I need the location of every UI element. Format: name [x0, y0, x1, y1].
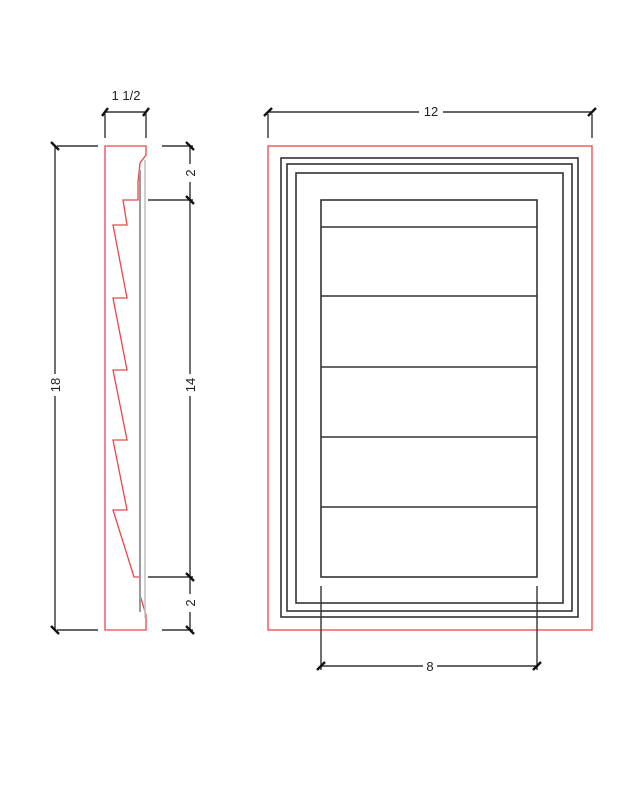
dimension-label-top-rail: 2	[183, 169, 198, 176]
dimension-opening-width: 8	[316, 586, 542, 674]
side-section-view: 1 1/2 18 2 14	[48, 88, 198, 635]
dimension-label-opening: 8	[426, 659, 433, 674]
dimension-label-bottom-rail: 2	[183, 599, 198, 606]
dimension-label-height: 18	[48, 378, 63, 392]
dimension-label-depth: 1 1/2	[112, 88, 141, 103]
dimension-chain-right: 2 14 2	[148, 141, 198, 635]
frame-line-outer	[280, 157, 579, 618]
frame-line-inner	[295, 172, 564, 604]
dimension-overall-height: 18	[48, 141, 98, 635]
front-elevation-view: 12 8	[263, 102, 597, 674]
dimension-label-louver-span: 14	[183, 378, 198, 392]
dimension-label-width: 12	[424, 104, 438, 119]
louver-opening	[320, 199, 538, 578]
dimension-overall-depth: 1 1/2	[101, 88, 150, 138]
front-outer-outline	[267, 145, 593, 631]
dimension-overall-width: 12	[263, 102, 597, 138]
frame-line-middle	[286, 163, 573, 612]
